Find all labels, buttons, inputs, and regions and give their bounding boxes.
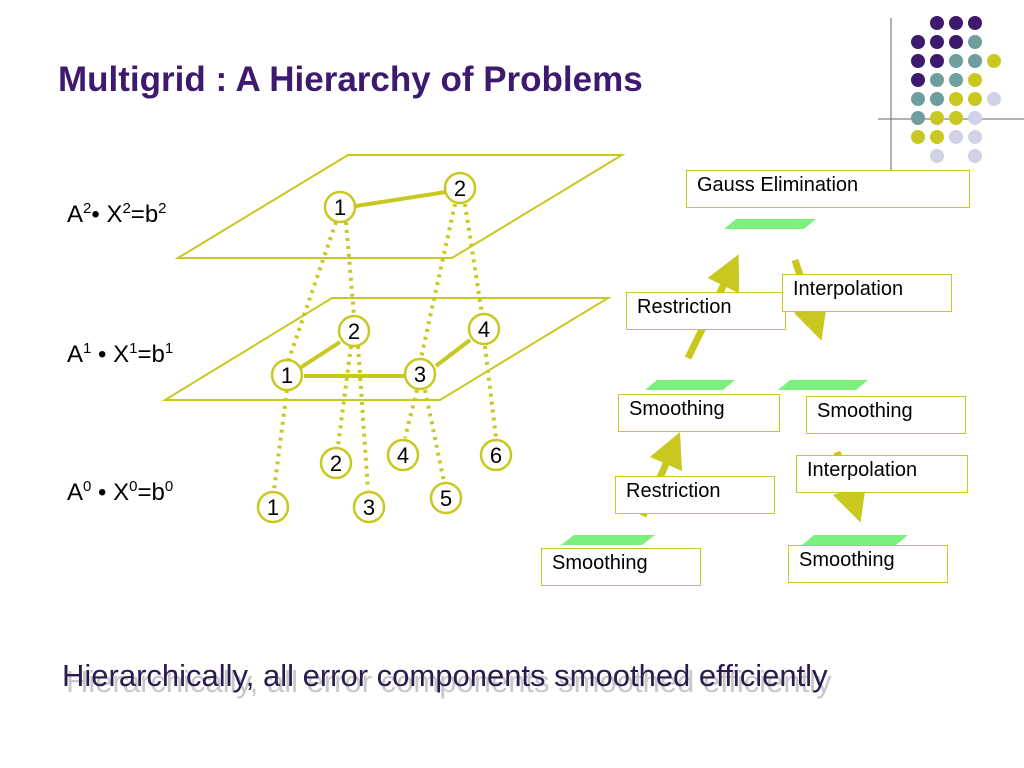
equation-level-0: A0 • X0=b0 (67, 478, 174, 506)
decorative-dot (949, 130, 963, 144)
node-label: 2 (330, 451, 342, 476)
edge-l1-1-2 (298, 340, 342, 370)
decorative-dot (930, 111, 944, 125)
decorative-dot (968, 130, 982, 144)
decorative-dot (911, 54, 925, 68)
link-l1n1-l0n1 (272, 389, 289, 491)
node-l1-2 (337, 314, 371, 348)
decorative-dot (968, 111, 982, 125)
decorative-dot (968, 149, 982, 163)
plate-smoothing-left-bottom (561, 535, 655, 545)
smoothing-label-left-bottom: Smoothing (541, 548, 701, 586)
link-l1n3-l0n4 (403, 389, 419, 439)
link-l1n2-l0n3 (356, 345, 370, 491)
plate-smoothing-right-bottom (802, 535, 908, 545)
node-l0-2 (319, 446, 353, 480)
decorative-dot (987, 92, 1001, 106)
decorative-dot (911, 111, 925, 125)
link-l2n2-l1n3 (419, 203, 457, 359)
decorative-dot (930, 130, 944, 144)
decorative-dot (911, 130, 925, 144)
plane-level-1 (161, 297, 612, 401)
footer-shadow: Hierarchically, all error components smo… (66, 664, 832, 699)
dot-pattern (911, 16, 1001, 163)
gauss-elimination-label: Gauss Elimination (686, 170, 970, 208)
smoothing-label-right-mid: Smoothing (806, 396, 966, 434)
node-l1-1 (270, 358, 304, 392)
interpolation-label-lower: Interpolation (796, 455, 968, 493)
decorative-dot (930, 149, 944, 163)
decorative-dot (968, 16, 982, 30)
decorative-dot (911, 35, 925, 49)
node-label: 1 (267, 495, 279, 520)
decorative-dot (930, 54, 944, 68)
node-label: 3 (363, 495, 375, 520)
smoothing-label-left-mid: Smoothing (618, 394, 780, 432)
decorative-dot (949, 16, 963, 30)
node-label: 6 (490, 443, 502, 468)
node-l0-6 (479, 438, 513, 472)
node-label: 1 (334, 195, 346, 220)
footer-text: Hierarchically, all error components smo… (62, 658, 828, 693)
plate-smoothing-right-mid (778, 380, 868, 390)
node-l0-4 (386, 438, 420, 472)
smoothing-label-right-bottom: Smoothing (788, 545, 948, 583)
plate-gauss (724, 219, 816, 229)
node-l0-1 (256, 490, 290, 524)
decorative-dot (949, 35, 963, 49)
edge-l2-1-2 (355, 190, 447, 208)
interpolation-label-upper: Interpolation (782, 274, 952, 312)
equation-level-2: A2• X2=b2 (67, 200, 167, 228)
node-label: 5 (440, 486, 452, 511)
decorative-dot (968, 73, 982, 87)
node-l1-4 (467, 312, 501, 346)
decorative-dot (968, 54, 982, 68)
decorative-dot (930, 92, 944, 106)
node-label: 1 (281, 363, 293, 388)
slide-title: Multigrid : A Hierarchy of Problems (58, 60, 643, 99)
decorative-dot (949, 92, 963, 106)
node-label: 4 (478, 317, 490, 342)
node-l1-3 (403, 357, 437, 391)
decorative-dot (930, 73, 944, 87)
decorative-dot (949, 111, 963, 125)
node-l0-5 (429, 481, 463, 515)
decorative-dot (968, 35, 982, 49)
decorative-dot (911, 73, 925, 87)
node-label: 2 (454, 176, 466, 201)
equation-level-1: A1 • X1=b1 (67, 340, 174, 368)
restriction-label-lower: Restriction (615, 476, 775, 514)
restriction-label-upper: Restriction (626, 292, 786, 330)
decorative-dot (949, 73, 963, 87)
node-label: 4 (397, 443, 409, 468)
node-l0-3 (352, 490, 386, 524)
decorative-dot (930, 16, 944, 30)
node-label: 2 (348, 319, 360, 344)
node-l2-1 (323, 190, 357, 224)
node-l2-2 (443, 171, 477, 205)
plane-level-2 (174, 154, 626, 259)
plate-smoothing-left-mid (645, 380, 735, 390)
node-label: 3 (414, 362, 426, 387)
decorative-dot (968, 92, 982, 106)
link-l2n2-l1n4 (463, 203, 484, 315)
decorative-dot (911, 92, 925, 106)
decorative-dot (930, 35, 944, 49)
link-l2n1-l1n1 (286, 221, 338, 363)
link-l1n2-l0n2 (336, 345, 353, 447)
decorative-dot (949, 54, 963, 68)
edge-l1-3-4 (434, 338, 472, 368)
decorative-dot (987, 54, 1001, 68)
